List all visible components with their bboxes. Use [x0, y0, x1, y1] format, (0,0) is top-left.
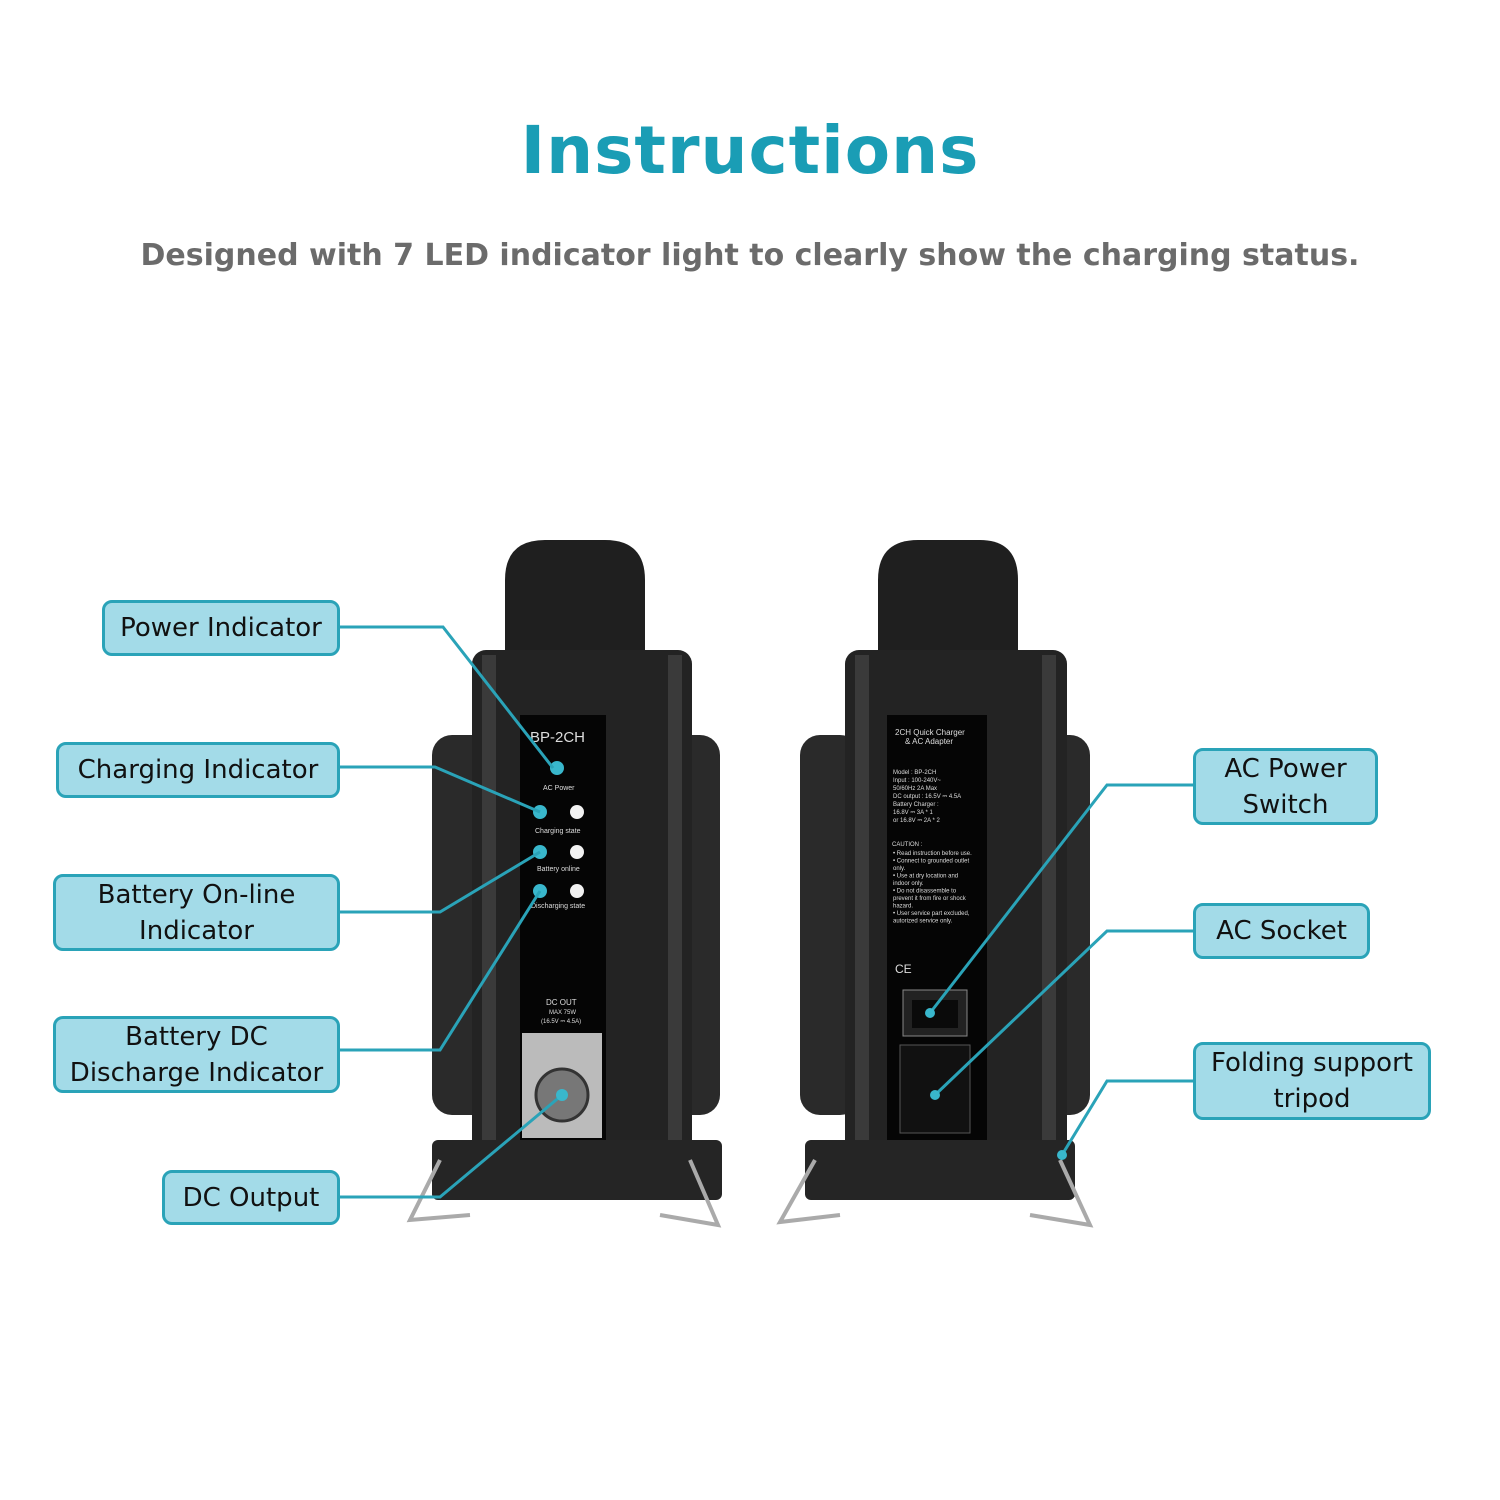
label-text: AC Power: [1224, 753, 1347, 784]
label-text: Power Indicator: [120, 613, 322, 643]
dc-rating-text: (16.5V ⎓ 4.5A): [541, 1019, 581, 1025]
leader-charging: [340, 765, 541, 814]
ac-power-led: [550, 761, 564, 775]
label-battery-dc-discharge: Battery DC Discharge Indicator: [53, 1016, 340, 1093]
panel-text-line: 16.8V ⎓ 3A * 1: [893, 810, 933, 816]
online-led-2: [570, 845, 584, 859]
leader-lines: [340, 625, 1193, 1199]
panel-text-line: DC output : 16.5V ⎓ 4.5A: [893, 794, 961, 800]
label-text: Folding support: [1211, 1048, 1413, 1078]
label-text: AC Socket: [1216, 916, 1347, 946]
panel-text-line: Model : BP-2CH: [893, 770, 936, 776]
spec-list: Model : BP-2CH Input : 100-240V~ 50/60Hz 2…: [893, 770, 961, 824]
page-title: Instructions: [520, 112, 980, 189]
back-title-1: 2CH Quick Charger: [895, 728, 965, 737]
label-power-indicator: Power Indicator: [102, 600, 340, 656]
panel-text-line: Input : 100-240V~: [893, 778, 941, 784]
leader-dc-output: [340, 1093, 563, 1199]
label-dc-output: DC Output: [162, 1170, 340, 1225]
ac-socket: [899, 1044, 971, 1134]
label-ac-socket: AC Socket: [1193, 903, 1370, 959]
caution-list: • Read instruction before use. • Connect …: [893, 851, 972, 925]
panel-text-line: Battery Charger :: [893, 802, 939, 808]
label-charging-indicator: Charging Indicator: [56, 742, 340, 798]
dc-max-text: MAX 75W: [549, 1010, 576, 1016]
panel-text-line: prevent it from fire or shock: [893, 896, 967, 902]
label-text: Battery DC: [125, 1021, 268, 1052]
label-text: Discharge Indicator: [69, 1057, 324, 1088]
label-text: Indicator: [139, 915, 254, 946]
discharge-led-2: [570, 884, 584, 898]
leader-discharge: [340, 890, 542, 1052]
label-text: Battery On-line: [97, 879, 296, 910]
label-text: Switch: [1242, 789, 1329, 820]
label-folding-tripod: Folding support tripod: [1193, 1042, 1431, 1120]
dc-out-text: DC OUT: [546, 998, 577, 1007]
panel-text-line: autorized service only.: [893, 919, 953, 925]
ce-mark: CE: [895, 962, 912, 976]
back-title-2: & AC Adapter: [905, 737, 953, 746]
charger-back-view: 2CH Quick Charger & AC Adapter Model : B…: [776, 540, 1094, 1228]
battery-online-text: Battery online: [537, 866, 580, 873]
charging-led-2: [570, 805, 584, 819]
panel-text-line: only.: [893, 866, 906, 872]
panel-text-line: or 16.8V ⎓ 2A * 2: [893, 818, 940, 824]
panel-text-line: indoor only.: [893, 881, 924, 887]
page-subtitle: Designed with 7 LED indicator light to c…: [140, 238, 1360, 273]
label-text: DC Output: [182, 1182, 320, 1213]
panel-text-line: 50/60Hz 2A Max: [893, 786, 937, 792]
panel-text-line: • Do not disassemble to: [893, 889, 957, 895]
panel-text-line: hazard.: [893, 904, 913, 910]
leader-ac-switch: [928, 783, 1193, 1014]
leader-ac-socket: [933, 929, 1193, 1097]
charging-state-text: Charging state: [535, 828, 581, 835]
ac-power-text: AC Power: [543, 785, 575, 792]
panel-text-line: • User service part excluded,: [893, 911, 970, 917]
label-text: Charging Indicator: [77, 755, 319, 785]
panel-text-line: • Read instruction before use.: [893, 851, 972, 857]
panel-text-line: • Use at dry location and: [893, 874, 958, 880]
label-text: tripod: [1273, 1084, 1351, 1114]
caution-title: CAUTION :: [892, 842, 923, 848]
charger-front-view: BP-2CH AC Power Charging state Battery o…: [406, 540, 722, 1228]
leader-tripod: [1060, 1079, 1193, 1156]
model-label: BP-2CH: [530, 729, 585, 746]
leader-online: [340, 850, 541, 914]
discharging-state-text: Discharging state: [531, 903, 585, 910]
panel-text-line: • Connect to grounded outlet: [893, 859, 969, 865]
leader-power: [340, 625, 555, 769]
